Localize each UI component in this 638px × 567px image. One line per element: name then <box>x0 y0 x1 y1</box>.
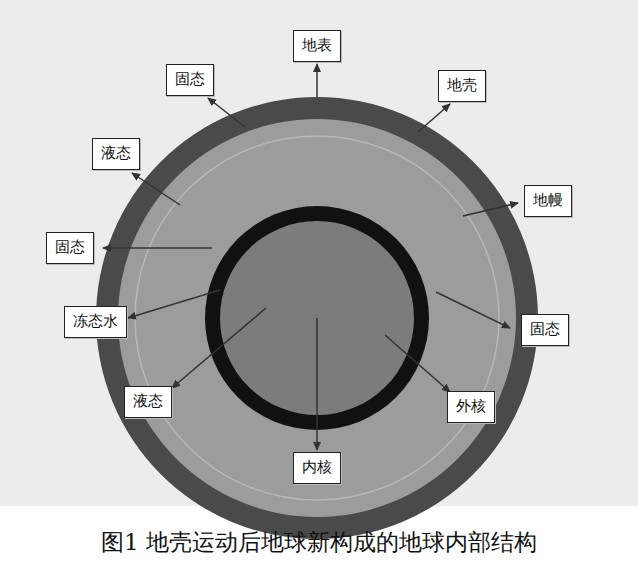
layer-label: 地壳 <box>447 76 477 94</box>
label-box: 地幔 <box>524 185 572 217</box>
frozen-water-line <box>135 136 499 500</box>
leader-line <box>418 104 450 132</box>
label-box: 固态 <box>521 314 569 346</box>
layer-label: 冻态水 <box>73 312 118 330</box>
figure-caption: 图1 地壳运动后地球新构成的地球内部结构 <box>0 527 638 558</box>
leader-lines <box>103 64 518 450</box>
layer-label: 液态 <box>101 144 131 162</box>
label-box: 冻态水 <box>64 306 127 338</box>
layer-label: 固态 <box>55 238 85 256</box>
leader-line <box>128 290 220 318</box>
layer-label: 固态 <box>530 320 560 338</box>
label-box: 固态 <box>46 232 94 264</box>
label-box: 液态 <box>124 386 172 418</box>
leader-line <box>132 173 180 205</box>
layer-label: 地表 <box>302 36 332 54</box>
layer-label: 内核 <box>302 458 332 476</box>
crust-ring <box>96 97 538 539</box>
layer-label: 固态 <box>175 70 205 88</box>
label-box: 地壳 <box>438 70 486 102</box>
leader-line <box>103 247 212 249</box>
layer-label: 地幔 <box>533 191 563 209</box>
label-box: 内核 <box>293 452 341 484</box>
layer-label: 液态 <box>133 392 163 410</box>
leader-line <box>385 335 450 392</box>
leader-line <box>172 308 266 388</box>
label-box: 地表 <box>293 30 341 62</box>
label-box: 外核 <box>447 391 495 423</box>
leader-line <box>316 318 318 450</box>
layer-label: 外核 <box>456 397 486 415</box>
label-box: 液态 <box>92 138 140 170</box>
label-box: 固态 <box>166 64 214 96</box>
leader-line <box>316 64 318 97</box>
leader-line <box>436 292 510 328</box>
leader-line <box>463 203 518 216</box>
leader-line <box>208 98 245 127</box>
mantle <box>118 119 516 517</box>
